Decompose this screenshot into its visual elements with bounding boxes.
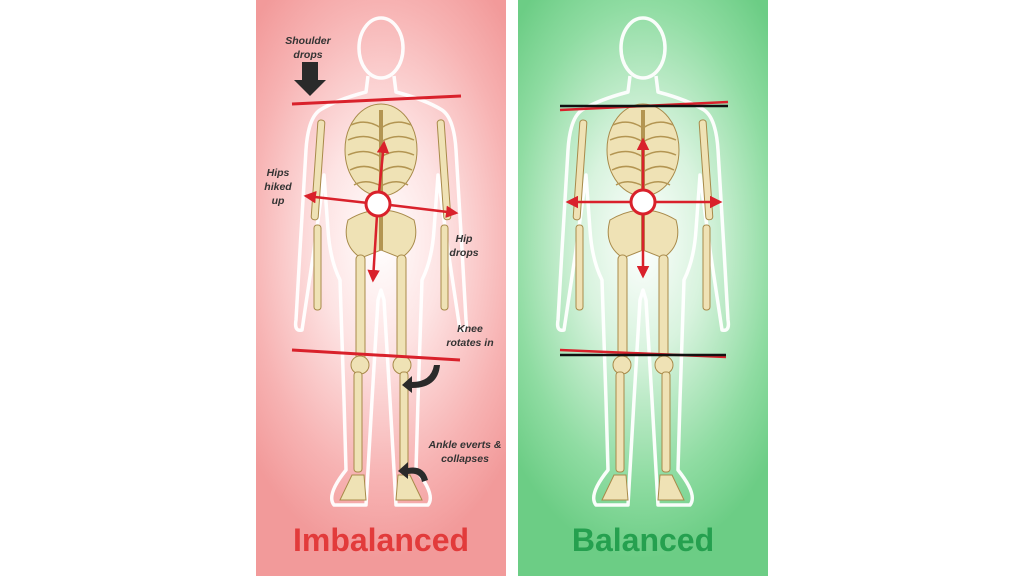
ankle-collapse-arrow-icon [398,462,428,482]
shoulder-line [291,94,462,106]
knee-rotate-arrow-icon [402,365,440,393]
center-of-mass [629,188,657,216]
imbalanced-title: Imbalanced [292,522,470,558]
label-knee-rotates-in: Knee rotates in [446,323,494,349]
hip-arrow-right [389,203,459,219]
imbalanced-figure [291,16,469,507]
center-of-mass [364,190,392,218]
label-shoulder-drops: Shoulder drops [285,35,331,61]
hip-arrow-left [303,190,369,205]
shoulder-down-arrow-icon [294,62,326,96]
knee-line [291,348,461,362]
label-hips-hiked-up: Hips hiked up [264,167,292,207]
imbalanced-panel: Shoulder drops Hips hiked up Hip drops K… [256,0,506,576]
label-hip-drops: Hip drops [449,233,479,259]
balanced-panel: Balanced [518,0,768,576]
spine-arrow-up [376,140,390,193]
spine-arrow-down [367,214,380,283]
balanced-figure [555,16,731,507]
balanced-title: Balanced [571,522,715,558]
label-ankle-everts: Ankle everts & collapses [428,439,502,465]
